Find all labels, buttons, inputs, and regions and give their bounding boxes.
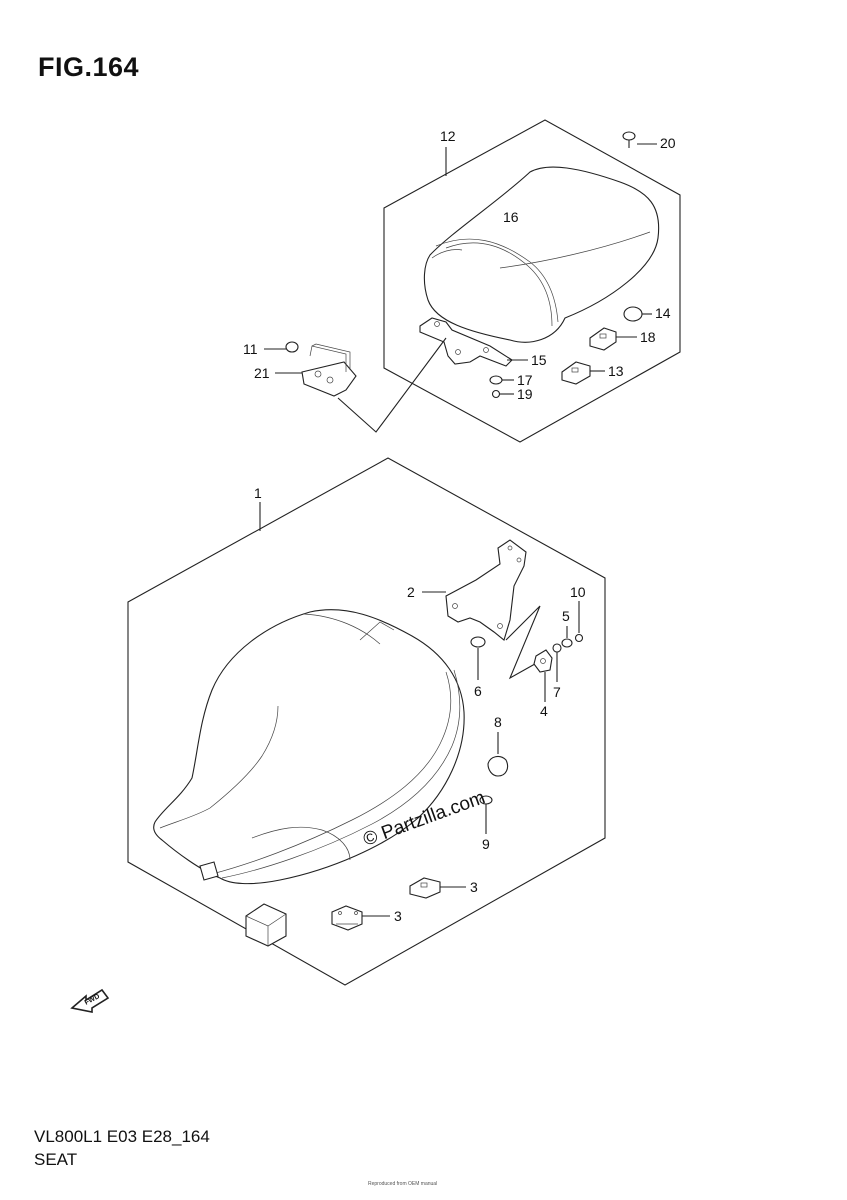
part-21-latch-plate[interactable] xyxy=(301,343,357,397)
assembly-line-2 xyxy=(505,605,543,680)
passenger-seat-bracket[interactable] xyxy=(419,317,513,367)
callout-3-lower: 3 xyxy=(394,908,402,924)
part-19-nut[interactable] xyxy=(491,389,501,399)
part-10-nut[interactable] xyxy=(574,633,584,643)
callout-3-upper: 3 xyxy=(470,879,478,895)
callout-16: 16 xyxy=(503,209,519,225)
callout-7: 7 xyxy=(553,684,561,700)
callout-17: 17 xyxy=(517,372,533,388)
part-3-clip-lower[interactable] xyxy=(331,905,363,931)
group-1-outline xyxy=(127,457,606,986)
callout-5: 5 xyxy=(562,608,570,624)
part-5-washer[interactable] xyxy=(561,638,573,648)
assembly-line-21 xyxy=(337,337,447,433)
part-7-washer[interactable] xyxy=(552,643,562,653)
figure-title: FIG.164 xyxy=(38,52,140,82)
callout-19: 19 xyxy=(517,386,533,402)
model-code: VL800L1 E03 E28_164 xyxy=(34,1127,210,1146)
main-seat[interactable] xyxy=(153,609,465,885)
callout-11: 11 xyxy=(243,341,258,357)
part-4-nut[interactable] xyxy=(533,649,553,673)
part-6-washer[interactable] xyxy=(470,636,486,648)
part-14-cushion[interactable] xyxy=(623,306,643,322)
callout-14: 14 xyxy=(655,305,671,321)
callout-20: 20 xyxy=(660,135,676,151)
part-9-screw[interactable] xyxy=(479,795,493,812)
part-11-bolt[interactable] xyxy=(285,341,299,353)
part-20-screw[interactable] xyxy=(622,131,636,148)
callout-13: 13 xyxy=(608,363,624,379)
callout-15: 15 xyxy=(531,352,547,368)
seat-assembly-group xyxy=(127,457,606,986)
passenger-seat-cushion[interactable] xyxy=(423,166,660,343)
fwd-arrow-icon: FWD xyxy=(70,988,110,1013)
part-2-bracket[interactable] xyxy=(445,539,527,641)
part-8-cushion[interactable] xyxy=(487,755,509,777)
passenger-seat-group xyxy=(337,119,681,443)
callout-1: 1 xyxy=(254,485,262,501)
callout-10: 10 xyxy=(570,584,586,600)
callout-8: 8 xyxy=(494,714,502,730)
callout-21: 21 xyxy=(254,365,270,381)
callout-18: 18 xyxy=(640,329,656,345)
callout-9: 9 xyxy=(482,836,490,852)
fine-print: Reproduced from OEM manual xyxy=(368,1181,437,1187)
callout-2: 2 xyxy=(407,584,415,600)
part-17-washer[interactable] xyxy=(489,375,503,385)
seat-block-accessory[interactable] xyxy=(245,903,287,947)
part-13-clip[interactable] xyxy=(561,361,591,385)
group-12-outline xyxy=(383,119,681,443)
callout-6: 6 xyxy=(474,683,482,699)
part-18-clip[interactable] xyxy=(589,327,617,351)
callout-12: 12 xyxy=(440,128,456,144)
callout-4: 4 xyxy=(540,703,548,719)
section-name: SEAT xyxy=(34,1150,78,1169)
part-3-clip-upper[interactable] xyxy=(409,877,441,899)
